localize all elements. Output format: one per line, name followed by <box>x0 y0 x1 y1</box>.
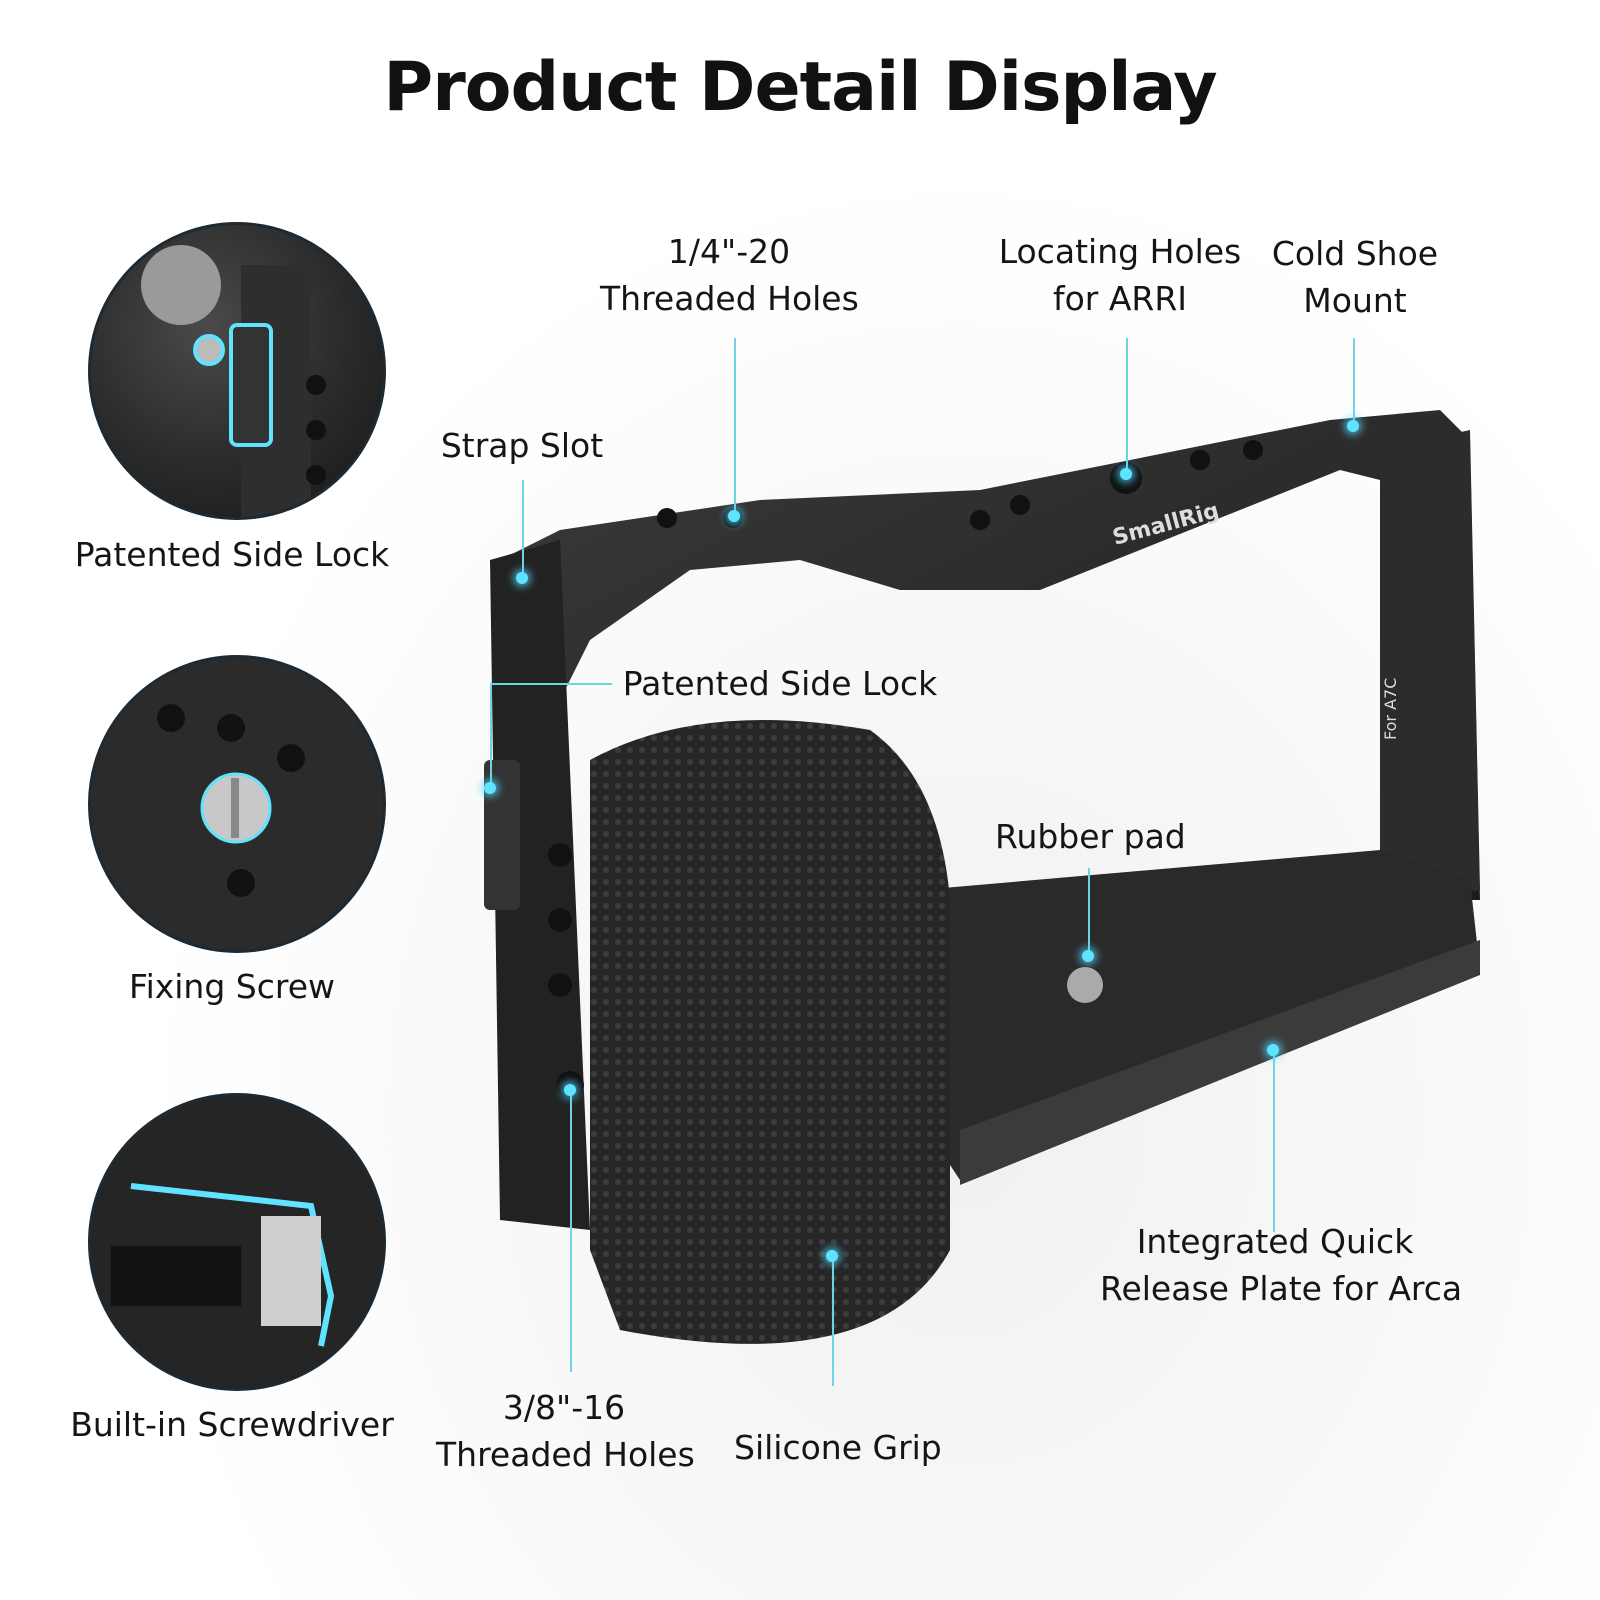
callout-patented-side-lock: Patented Side Lock <box>622 664 938 703</box>
screwdriver-closeup-image <box>88 1093 386 1391</box>
callout-cold-shoe-mount: Cold Shoe Mount <box>1271 234 1439 320</box>
side-lock-closeup-image <box>88 222 386 520</box>
callout-silicone-grip: Silicone Grip <box>734 1428 942 1467</box>
fixing-screw-icon <box>91 658 383 950</box>
fixing-screw-closeup-image <box>88 655 386 953</box>
page-title: Product Detail Display <box>383 48 1217 127</box>
screwdriver-icon <box>91 1096 383 1388</box>
callout-locating-holes-arri: Locating Holes for ARRI <box>998 232 1242 318</box>
callout-strap-slot: Strap Slot <box>440 426 604 465</box>
model-engraving: For A7C <box>1381 678 1400 740</box>
side-lock-icon <box>141 245 326 517</box>
inset-label-fixing-screw: Fixing Screw <box>128 967 336 1006</box>
inset-label-screwdriver: Built-in Screwdriver <box>70 1405 394 1444</box>
callout-rubber-pad: Rubber pad <box>995 817 1186 856</box>
callout-threaded-holes-quarter: 1/4"-20 Threaded Holes <box>600 232 859 318</box>
inset-label-side-lock: Patented Side Lock <box>74 535 390 574</box>
callout-threaded-holes-three-eighths: 3/8"-16 Threaded Holes <box>436 1388 695 1474</box>
callout-quick-release-plate: Integrated Quick Release Plate for Arca <box>1100 1222 1463 1308</box>
